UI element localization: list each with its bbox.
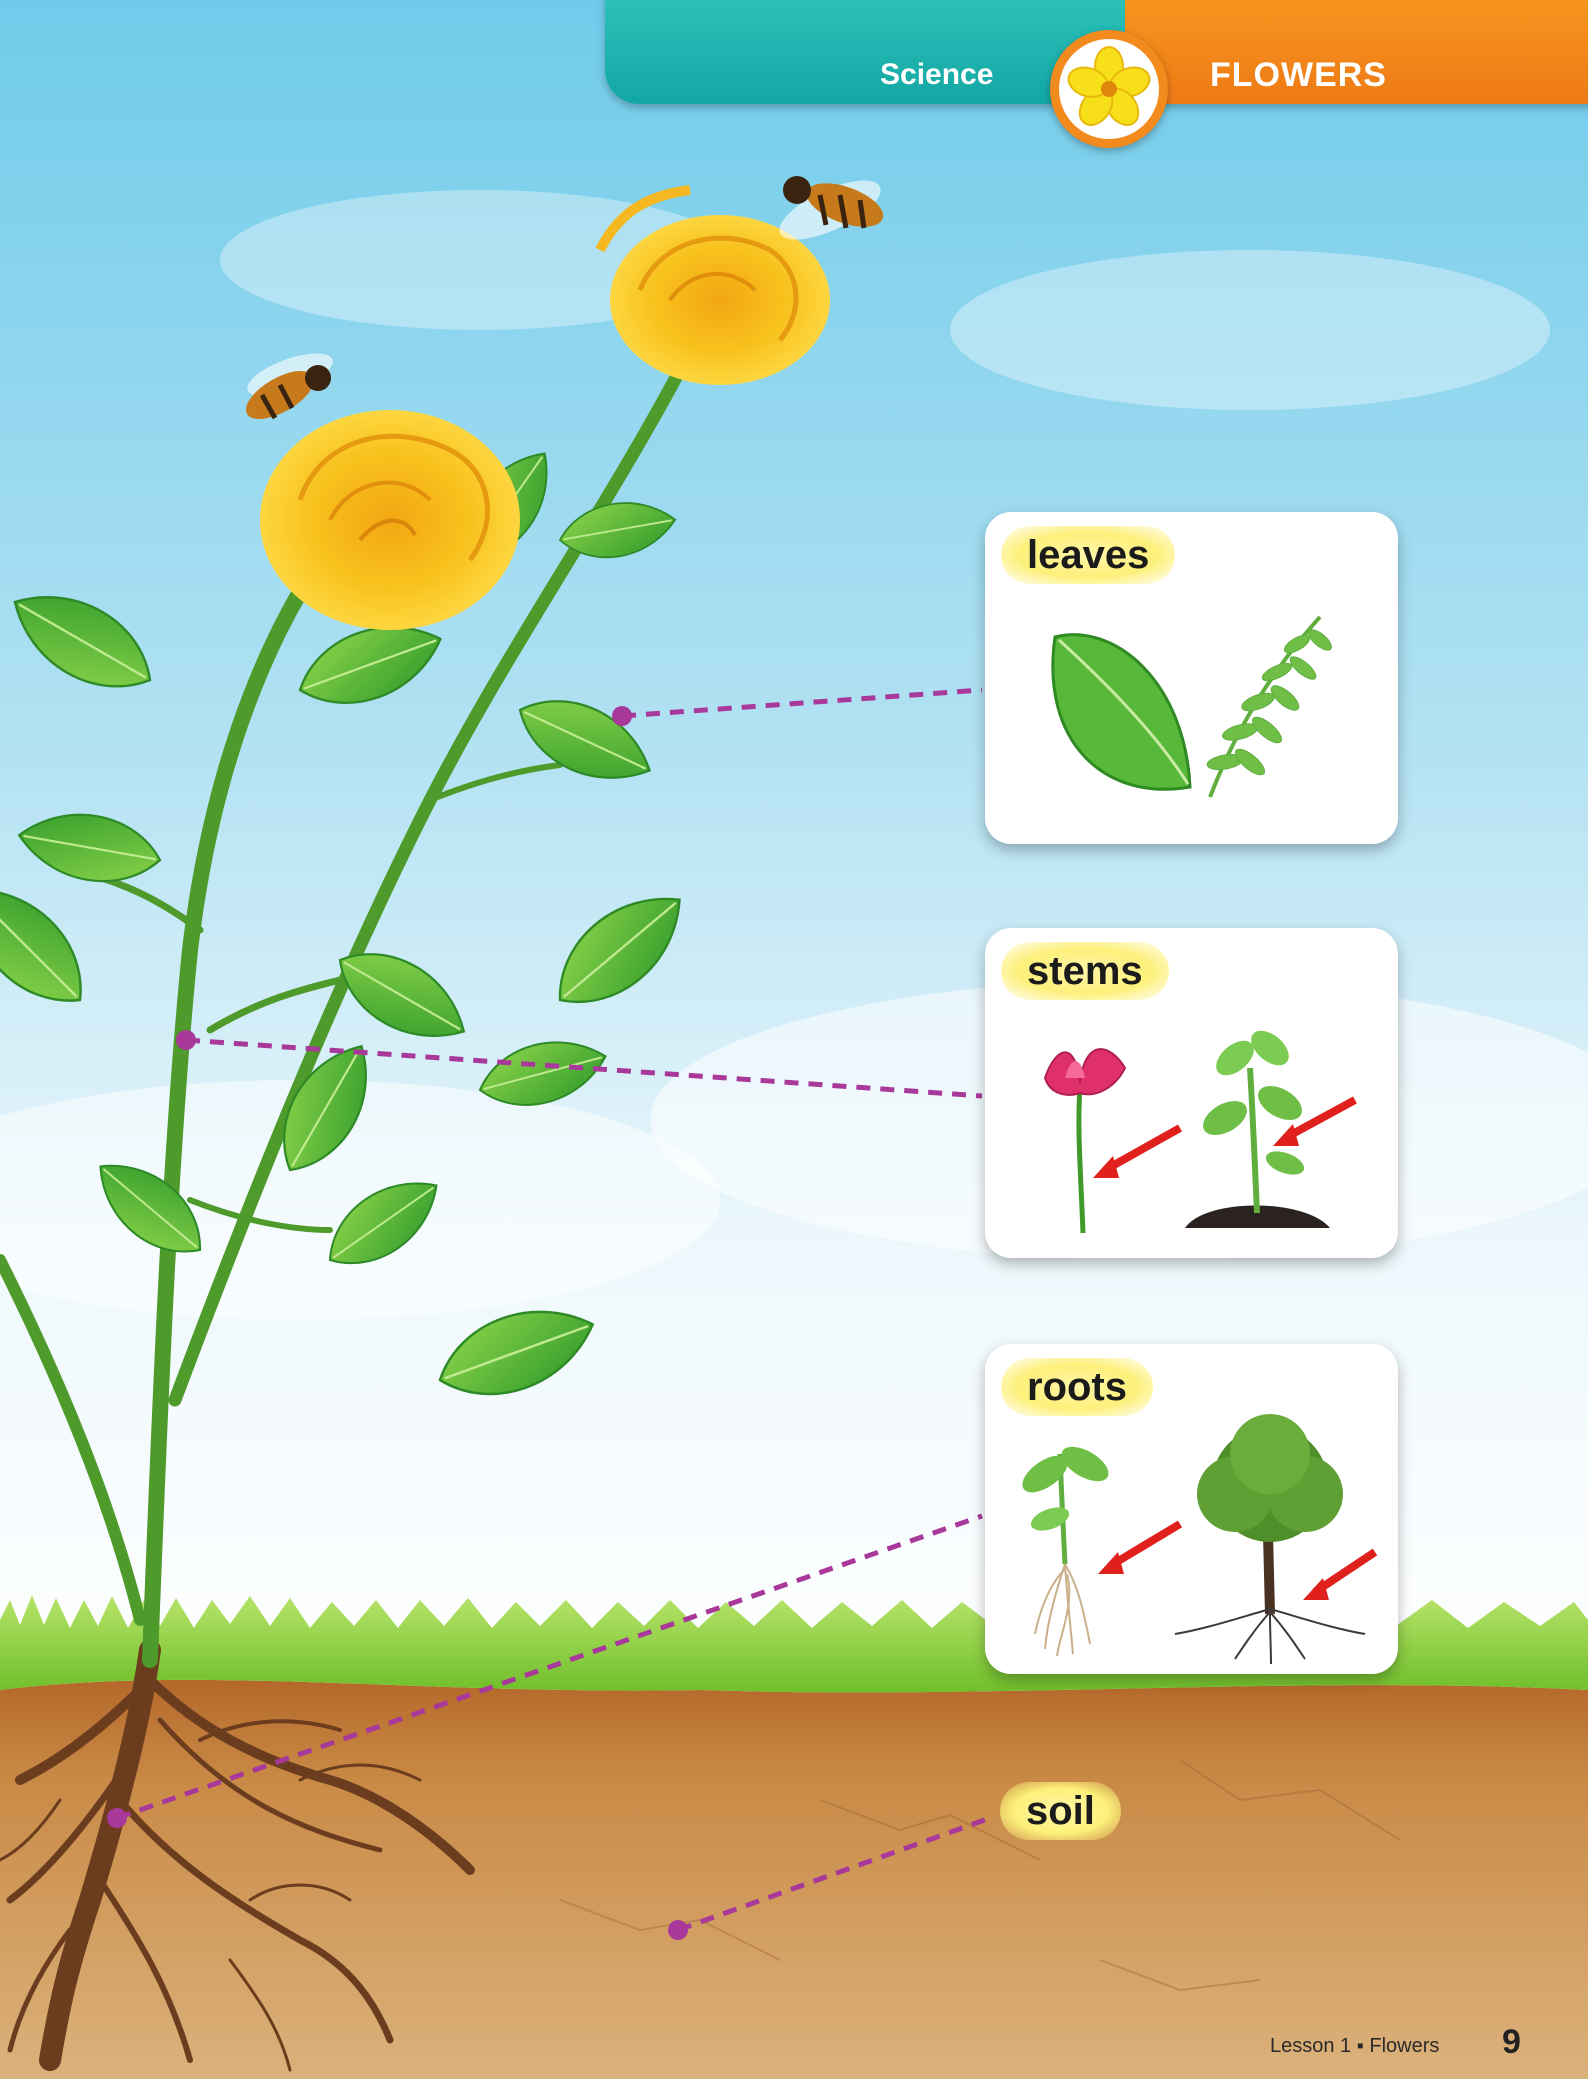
red-arrow-icon	[1098, 1524, 1180, 1574]
fern-frond-icon	[1206, 617, 1335, 797]
leaf-icon	[1053, 635, 1190, 790]
header-subject-band	[605, 0, 1125, 104]
uprooted-plant-icon	[1016, 1440, 1114, 1656]
roots-card: roots	[985, 1344, 1398, 1674]
flower-icon	[1050, 30, 1168, 148]
topic-label: FLOWERS	[1210, 56, 1387, 95]
page-number: 9	[1502, 2023, 1521, 2062]
tulip-icon	[1045, 1049, 1125, 1233]
subject-label: Science	[880, 58, 993, 92]
leaves-card: leaves	[985, 512, 1398, 844]
tree-with-roots-icon	[1175, 1414, 1365, 1664]
red-arrow-icon	[1303, 1552, 1375, 1600]
lesson-footer: Lesson 1 ▪ Flowers	[1270, 2035, 1439, 2058]
soil-label: soil	[1000, 1782, 1121, 1840]
red-arrow-icon	[1093, 1128, 1180, 1178]
stems-card: stems	[985, 928, 1398, 1258]
